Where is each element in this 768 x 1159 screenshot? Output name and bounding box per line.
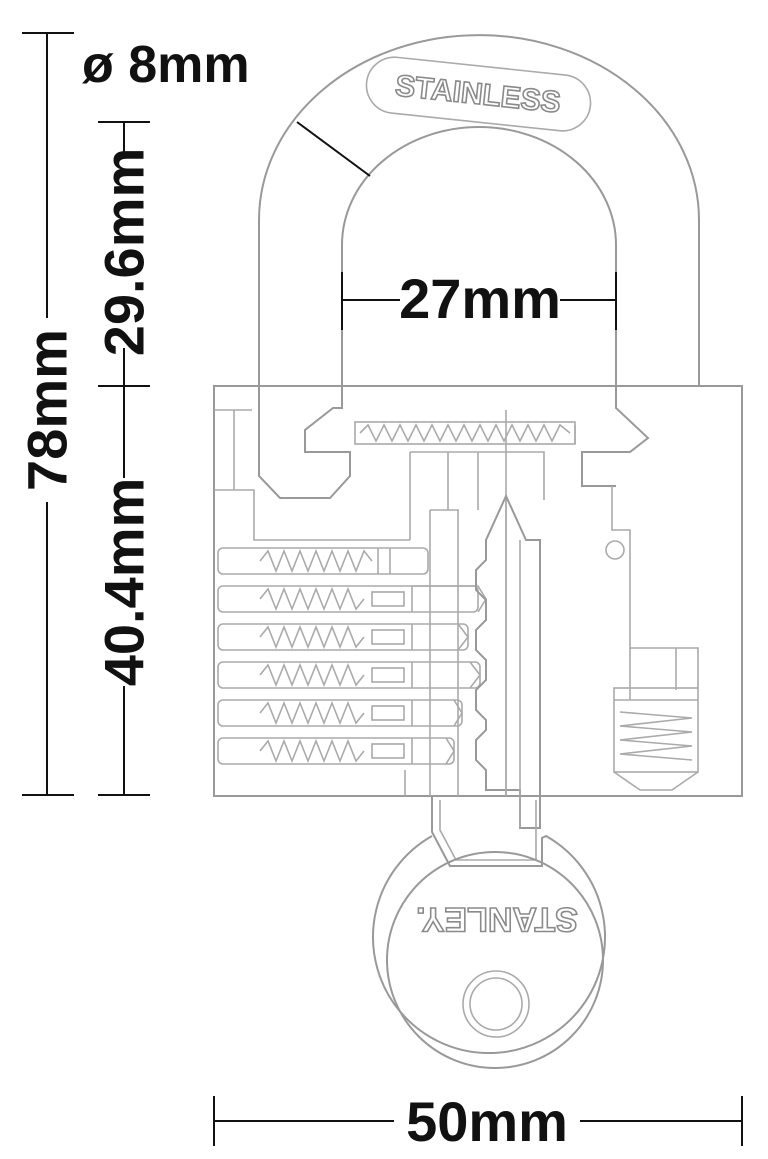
- dimension-body-height: 40.4mm: [93, 386, 156, 796]
- body-height-label: 40.4mm: [93, 478, 156, 687]
- shackle-diameter-label: ø 8mm: [82, 36, 250, 94]
- key-marking: STANLEY.: [416, 900, 578, 938]
- shackle-width-label: 27mm: [399, 267, 561, 330]
- pin-stack: [217, 699, 463, 727]
- pin-stack: [217, 547, 429, 575]
- dimension-shackle-clearance: 29.6mm: [93, 121, 156, 387]
- pin-stack: [217, 623, 470, 651]
- pin-stack: [217, 661, 482, 689]
- pin-stack: [217, 737, 455, 765]
- shackle-marking: STAINLESS: [394, 69, 563, 119]
- dimension-total-height: 78mm: [16, 32, 79, 796]
- body-width-label: 50mm: [406, 1090, 568, 1153]
- dimension-shackle-width: 27mm: [341, 267, 617, 330]
- stainless-badge: STAINLESS: [365, 56, 592, 132]
- dimension-body-width: 50mm: [213, 1090, 743, 1153]
- dimension-shackle-diameter: ø 8mm: [82, 36, 371, 177]
- total-height-label: 78mm: [16, 329, 79, 491]
- pin-stack: [217, 585, 487, 613]
- shackle: STAINLESS: [258, 34, 700, 386]
- pin-tumblers: [217, 547, 487, 765]
- key: STANLEY.: [372, 493, 606, 1069]
- shackle-clearance-label: 29.6mm: [93, 148, 156, 357]
